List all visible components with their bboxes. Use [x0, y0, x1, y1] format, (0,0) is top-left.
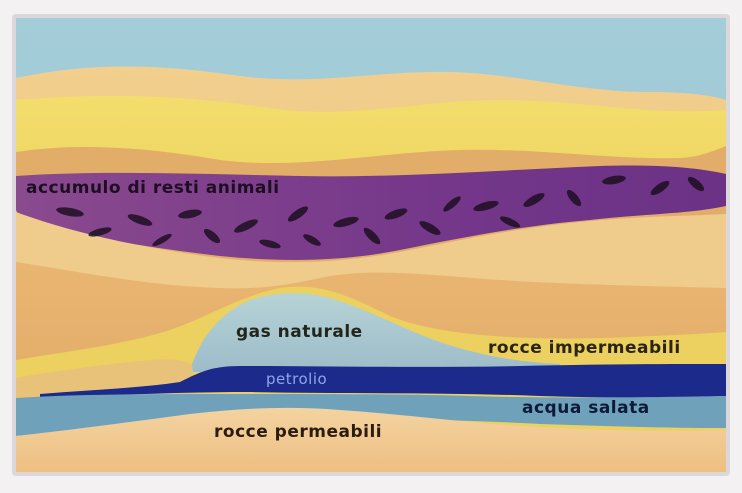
- animal-remains-label: accumulo di resti animali: [26, 178, 280, 198]
- salt-water-label: acqua salata: [522, 398, 650, 418]
- natural-gas-label: gas naturale: [236, 322, 363, 342]
- permeable-rocks-label: rocce permeabili: [214, 422, 382, 442]
- impermeable-rocks-label: rocce impermeabili: [488, 338, 681, 358]
- oil-label: petrolio: [266, 370, 327, 388]
